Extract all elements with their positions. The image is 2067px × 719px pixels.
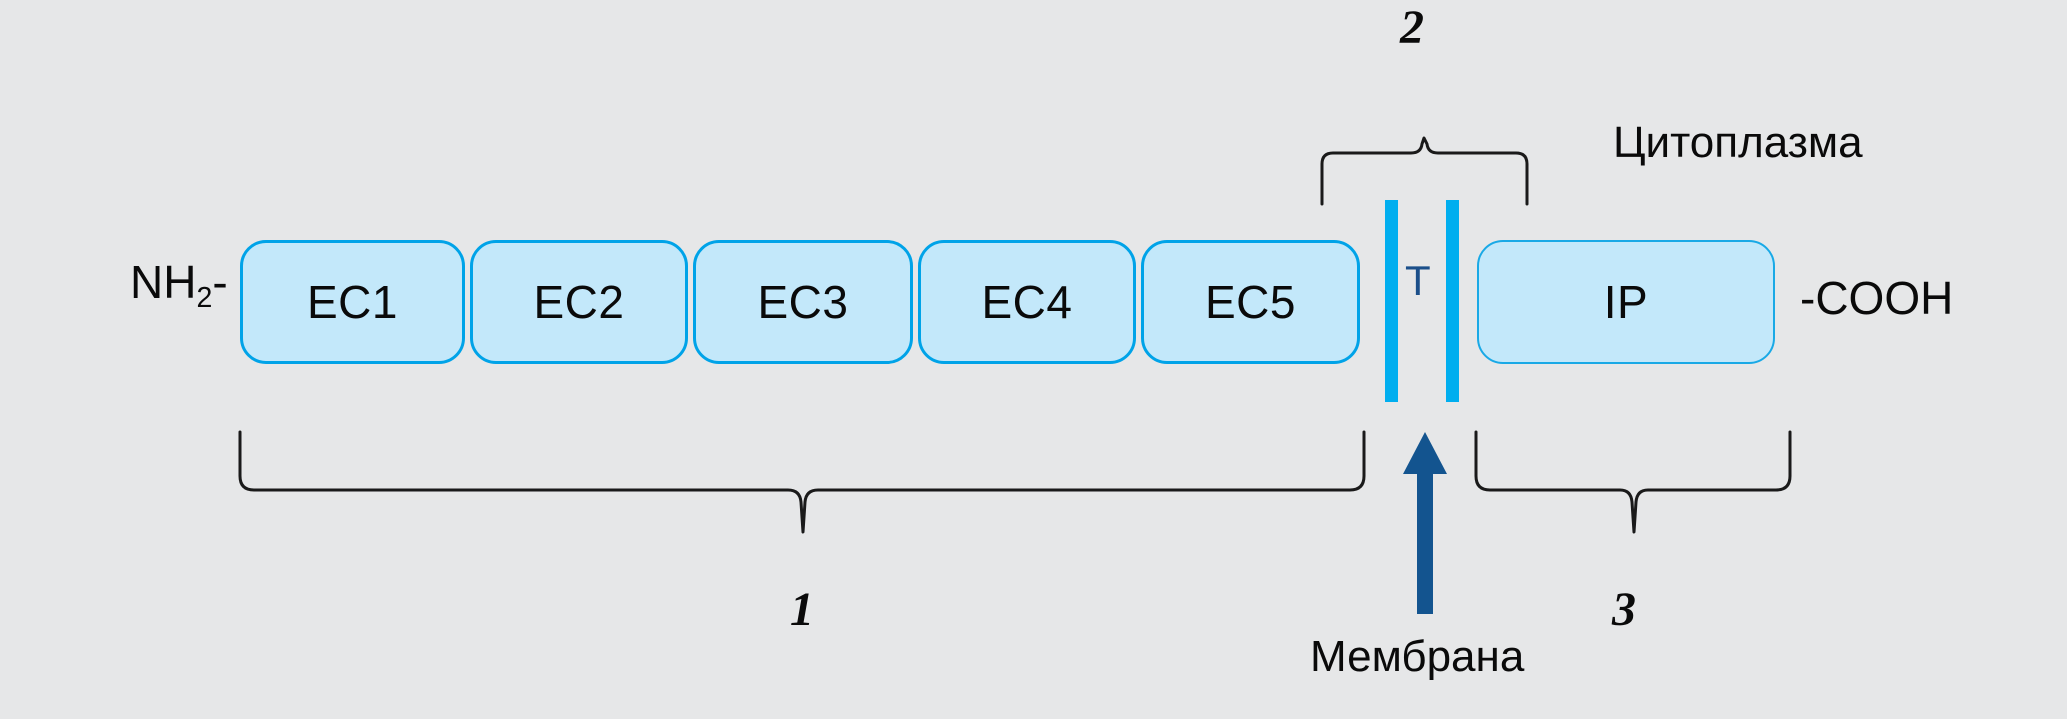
domain-box-ip[interactable]: IP bbox=[1477, 240, 1775, 364]
domain-label: EC1 bbox=[307, 276, 398, 328]
membrane-bar-left bbox=[1385, 200, 1398, 402]
domain-label: IP bbox=[1603, 276, 1649, 328]
domain-box-ec2[interactable]: EC2 bbox=[470, 240, 688, 364]
domain-label: EC4 bbox=[981, 276, 1073, 328]
domain-box-ec5[interactable]: EC5 bbox=[1141, 240, 1360, 364]
domain-label: EC5 bbox=[1205, 276, 1296, 328]
domain-box-ec1[interactable]: EC1 bbox=[240, 240, 465, 364]
label-membrane: Мембрана bbox=[1310, 632, 1525, 681]
c-terminus-label: -COOH bbox=[1800, 272, 1954, 324]
brace-transmembrane bbox=[1320, 136, 1529, 206]
membrane-bar-right bbox=[1446, 200, 1459, 402]
brace-intracellular bbox=[1468, 428, 1798, 538]
membrane-arrow-icon bbox=[1403, 432, 1447, 614]
domain-box-ec3[interactable]: EC3 bbox=[693, 240, 913, 364]
callout-number-1: 1 bbox=[790, 583, 814, 636]
domain-box-ec4[interactable]: EC4 bbox=[918, 240, 1136, 364]
n-terminus-label: NH2- bbox=[130, 255, 228, 315]
domain-label: EC3 bbox=[757, 276, 849, 328]
domain-label: EC2 bbox=[533, 276, 625, 328]
callout-number-2: 2 bbox=[1400, 1, 1424, 54]
n-terminus-subscript: 2 bbox=[196, 282, 213, 315]
n-terminus-prefix: NH bbox=[130, 255, 197, 308]
brace-extracellular bbox=[232, 428, 1372, 538]
transmembrane-letter: T bbox=[1405, 257, 1431, 304]
callout-number-3: 3 bbox=[1612, 583, 1636, 636]
label-cytoplasm: Цитоплазма bbox=[1613, 118, 1863, 167]
n-terminus-suffix: - bbox=[212, 255, 228, 308]
